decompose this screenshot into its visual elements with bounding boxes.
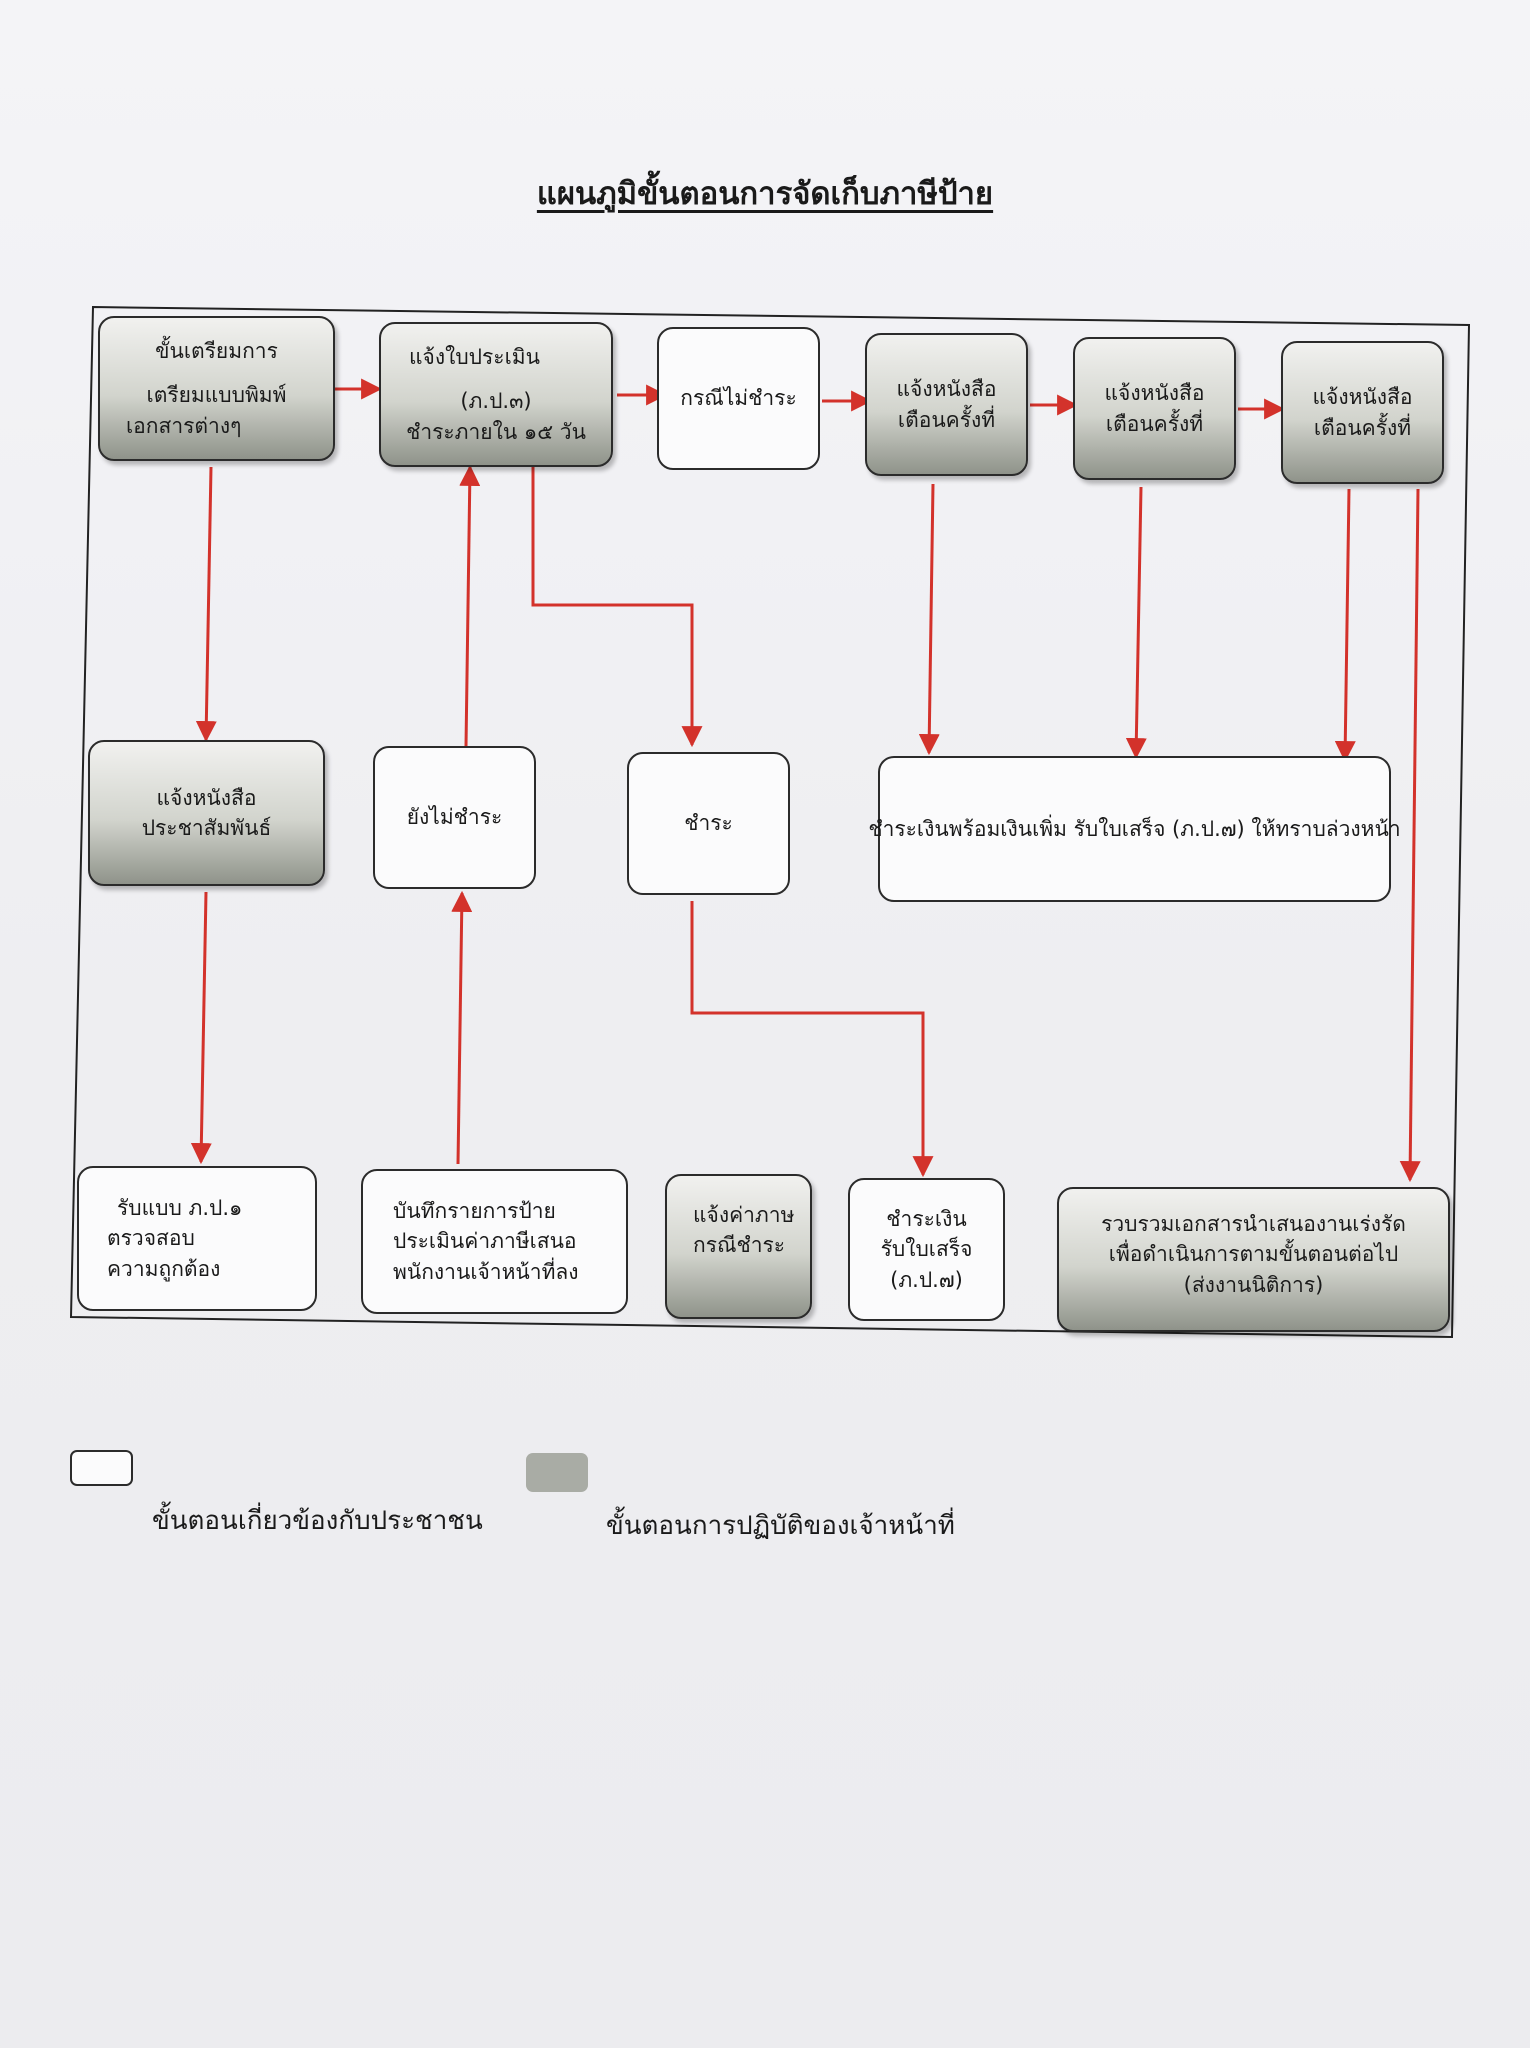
box-warning-3: แจ้งหนังสือ เตือนครั้งที่ xyxy=(1281,341,1444,484)
box-text: แจ้งหนังสือ xyxy=(1312,385,1413,410)
box-legal-referral: รวบรวมเอกสารนำเสนองานเร่งรัด เพื่อดำเนิน… xyxy=(1057,1187,1450,1332)
box-text: (ภ.ป.๗) xyxy=(890,1267,963,1292)
legend-staff-swatch xyxy=(526,1453,588,1492)
arrow-record-to-notpaid xyxy=(451,890,473,1165)
diagram-title: แผนภูมิขั้นตอนการจัดเก็บภาษีป้าย xyxy=(536,176,994,212)
box-text: ตรวจสอบ xyxy=(107,1226,195,1251)
box-text: พนักงานเจ้าหน้าที่ลง xyxy=(393,1259,579,1284)
box-text: ชำระภายใน ๑๕ วัน xyxy=(406,419,586,444)
arrow-notpaid-to-assess xyxy=(459,464,481,747)
arrow-warn2-to-payfine xyxy=(1125,486,1147,760)
legend-staff-label: ขั้นตอนการปฏิบัติของเจ้าหน้าที่ xyxy=(606,1511,955,1541)
box-text: ชำระ xyxy=(684,811,733,836)
arrow-warn3-to-legal xyxy=(1399,488,1421,1183)
arrow-pr-to-receive xyxy=(190,891,212,1165)
box-receive-form: รับแบบ ภ.ป.๑ ตรวจสอบ ความถูกต้อง xyxy=(77,1166,317,1311)
box-text: เตือนครั้งที่ xyxy=(897,407,996,432)
box-pay: ชำระ xyxy=(627,752,790,895)
arrow-pay-to-receipt xyxy=(690,901,934,1178)
box-record-signs: บันทึกรายการป้าย ประเมินค่าภาษีเสนอ พนัก… xyxy=(361,1169,628,1314)
box-text: กรณีชำระ xyxy=(693,1233,786,1258)
box-public-relations: แจ้งหนังสือ ประชาสัมพันธ์ xyxy=(88,740,325,886)
box-nonpayment: กรณีไม่ชำระ xyxy=(657,327,820,470)
arrow-warn1-to-payfine xyxy=(918,483,940,756)
box-text: กรณีไม่ชำระ xyxy=(680,386,797,411)
box-text: เตรียมแบบพิมพ์ xyxy=(146,383,287,408)
box-text: ความถูกต้อง xyxy=(107,1256,221,1281)
box-warning-2: แจ้งหนังสือ เตือนครั้งที่ xyxy=(1073,337,1236,480)
box-text: เอกสารต่างๆ xyxy=(126,413,242,438)
box-text: รับใบเสร็จ xyxy=(880,1237,973,1262)
box-text: แจ้งหนังสือ xyxy=(156,785,257,810)
box-text: ยังไม่ชำระ xyxy=(406,805,503,830)
box-text: ขั้นเตรียมการ xyxy=(155,338,278,363)
box-text: แจ้งหนังสือ xyxy=(896,377,997,402)
box-text: แจ้งค่าภาษ xyxy=(693,1203,795,1227)
box-warning-1: แจ้งหนังสือ เตือนครั้งที่ xyxy=(865,333,1028,476)
box-text: (ภ.ป.๓) xyxy=(460,389,532,414)
box-tax-notice: แจ้งค่าภาษ กรณีชำระ xyxy=(665,1174,812,1319)
arrow-warn3-to-payfine xyxy=(1334,488,1356,763)
box-text: ประเมินค่าภาษีเสนอ xyxy=(393,1229,577,1254)
arrow-prep-to-pr xyxy=(195,466,217,743)
box-text: ชำระเงิน xyxy=(886,1206,967,1231)
box-text: เพื่อดำเนินการตามขั้นตอนต่อไป xyxy=(1108,1242,1399,1267)
box-pay-with-surcharge: ชำระเงินพร้อมเงินเพิ่ม รับใบเสร็จ (ภ.ป.๗… xyxy=(868,756,1401,902)
box-assessment: แจ้งใบประเมิน (ภ.ป.๓) ชำระภายใน ๑๕ วัน xyxy=(379,322,613,467)
legend-public-label: ขั้นตอนเกี่ยวข้องกับประชาชน xyxy=(152,1506,483,1536)
box-text: แจ้งใบประเมิน xyxy=(409,344,540,369)
box-text: เตือนครั้งที่ xyxy=(1105,411,1204,436)
box-text: แจ้งหนังสือ xyxy=(1104,381,1205,406)
box-text: ชำระเงินพร้อมเงินเพิ่ม รับใบเสร็จ (ภ.ป.๗… xyxy=(868,816,1401,841)
box-payment-receipt: ชำระเงิน รับใบเสร็จ (ภ.ป.๗) xyxy=(848,1178,1005,1321)
box-text: บันทึกรายการป้าย xyxy=(393,1198,556,1223)
arrow-assess-to-pay xyxy=(531,467,703,748)
box-text: รับแบบ ภ.ป.๑ xyxy=(117,1195,243,1220)
box-text: (ส่งงานนิติการ) xyxy=(1183,1272,1324,1297)
box-preparation: ขั้นเตรียมการ เตรียมแบบพิมพ์ เอกสารต่างๆ xyxy=(98,316,335,461)
flowchart-canvas xyxy=(69,305,1471,1339)
box-text: เตือนครั้งที่ xyxy=(1313,415,1412,440)
box-text: รวบรวมเอกสารนำเสนองานเร่งรัด xyxy=(1101,1212,1406,1236)
box-text: ประชาสัมพันธ์ xyxy=(141,816,272,840)
box-not-yet-paid: ยังไม่ชำระ xyxy=(373,746,536,889)
legend-public-swatch xyxy=(70,1450,133,1486)
